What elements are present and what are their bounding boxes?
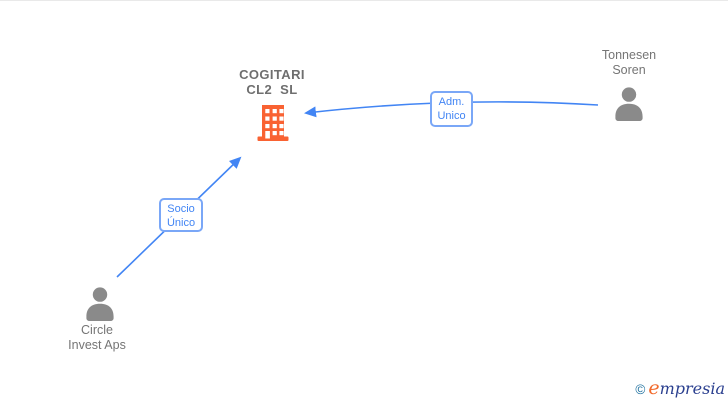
company-name-line1: COGITARI <box>239 67 305 82</box>
edge-label-line2: Unico <box>437 110 466 122</box>
company-name-line2: CL2 SL <box>246 82 298 97</box>
person-name-line1: Circle <box>81 323 113 337</box>
person-name-line2: Soren <box>612 63 646 77</box>
edge-label-line2: Único <box>166 217 196 229</box>
edge-label-adm-unico: Adm. Unico <box>430 91 473 127</box>
person-icon <box>615 87 643 121</box>
company-name: COGITARI CL2 SL <box>212 67 332 97</box>
person-label-circle-invest-aps: Circle Invest Aps <box>37 323 157 353</box>
person-icon <box>86 287 114 321</box>
person-name-line2: Invest Aps <box>68 338 126 352</box>
edge-label-socio-unico: Socio Único <box>159 198 203 232</box>
brand-letter-e: e <box>648 377 660 399</box>
edge-label-line1: Socio <box>167 203 195 215</box>
company-node-cogitari[interactable] <box>256 105 290 146</box>
building-icon <box>257 105 289 141</box>
copyright-icon: © <box>635 382 646 397</box>
person-node-tonnesen-soren[interactable] <box>613 87 645 126</box>
edge-label-line1: Adm. <box>438 96 465 108</box>
empresia-logo[interactable]: © e mpresia <box>635 379 725 398</box>
person-name-line1: Tonnesen <box>601 48 657 62</box>
person-node-circle-invest-aps[interactable] <box>84 287 116 326</box>
brand-wordmark: mpresia <box>659 379 725 398</box>
person-label-tonnesen-soren: Tonnesen Soren <box>569 48 689 78</box>
